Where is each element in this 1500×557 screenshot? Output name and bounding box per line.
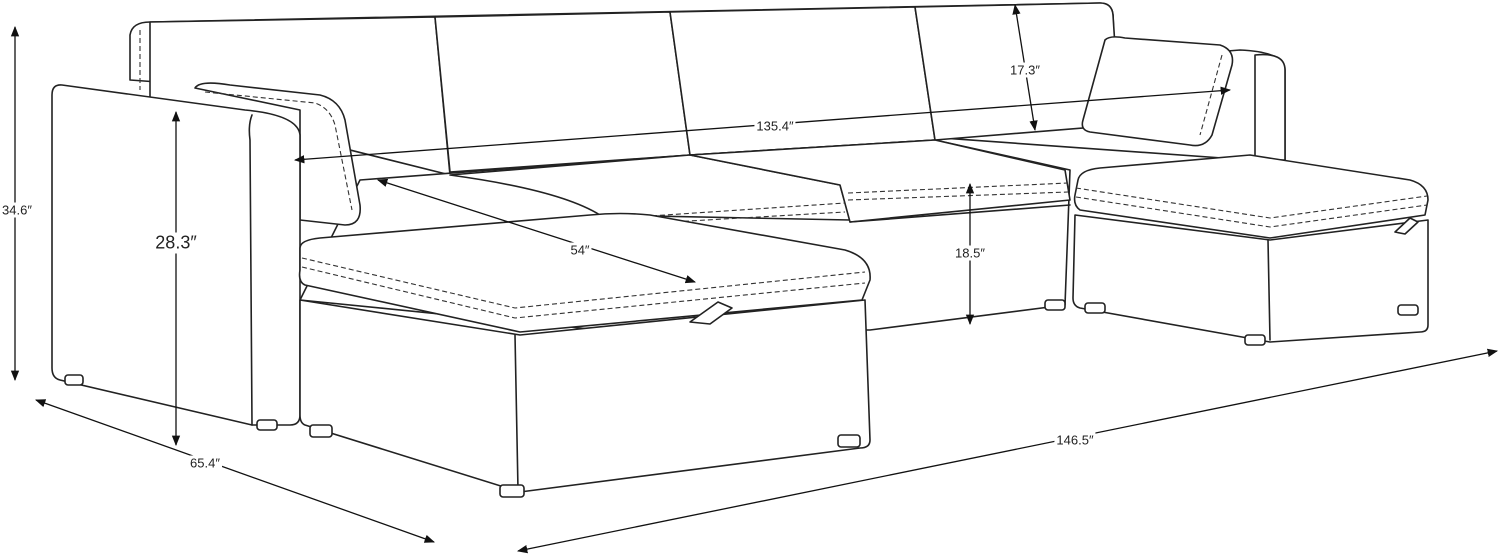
seat-height-label: 18.5″ — [953, 245, 987, 261]
total-height-label: 34.6″ — [0, 202, 34, 218]
depth-dimension-line — [35, 399, 435, 543]
back-cushion-height-label: 17.3″ — [1008, 62, 1042, 78]
arm-height-label: 28.3″ — [153, 232, 199, 254]
chaise-length-dimension-line — [377, 178, 696, 284]
chaise-length-label: 54″ — [568, 242, 592, 258]
inner-width-label: 135.4″ — [754, 118, 796, 134]
total-width-label: 146.5″ — [1054, 432, 1096, 448]
width-dimension-line — [516, 348, 1499, 554]
depth-label: 65.4″ — [188, 455, 222, 471]
right-chaise — [1072, 154, 1429, 346]
